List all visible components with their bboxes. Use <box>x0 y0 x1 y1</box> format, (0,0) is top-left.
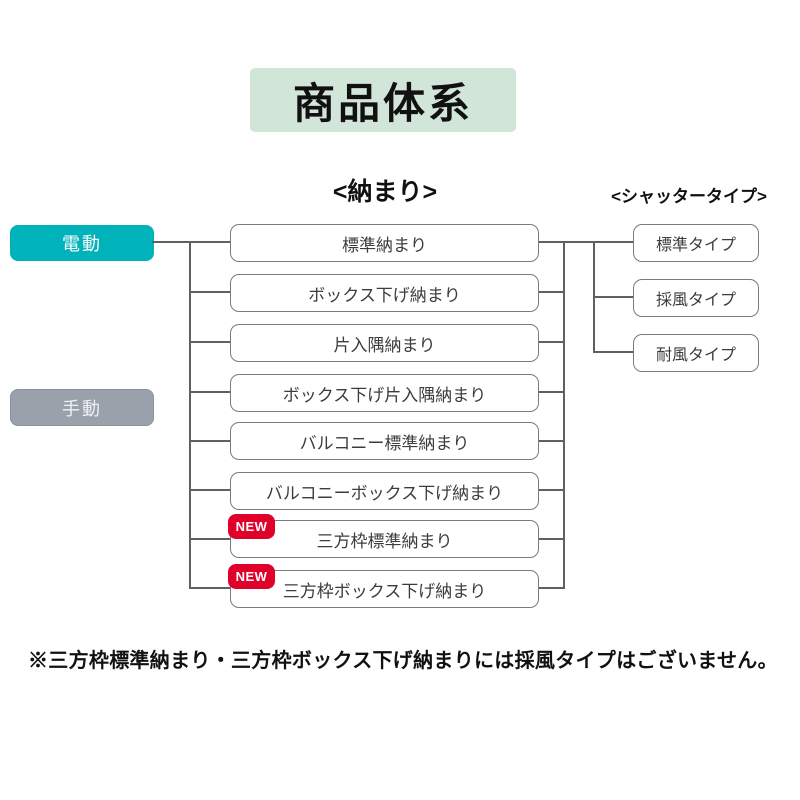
footnote-text: ※三方枠標準納まり・三方枠ボックス下げ納まりには採風タイプはございません。 <box>28 650 778 672</box>
diagram-title-text: 商品体系 <box>292 79 473 127</box>
osamari-node-balcony-box-lowered: バルコニーボックス下げ納まり <box>230 472 539 510</box>
new-badge: NEW <box>228 514 275 539</box>
osamari-node-threeframe-standard: 三方枠標準納まり <box>230 520 539 558</box>
shutter-type-column-heading: <シャッタータイプ> <box>611 187 767 206</box>
connector-line <box>189 440 230 442</box>
connector-line <box>563 241 565 589</box>
shutter-node-wind-resistant: 耐風タイプ <box>633 334 759 372</box>
connector-line <box>537 341 564 343</box>
connector-line <box>593 296 633 298</box>
osamari-node-corner: 片入隅納まり <box>230 324 539 362</box>
osamari-node-box-lowered-corner: ボックス下げ片入隅納まり <box>230 374 539 412</box>
osamari-node-balcony-standard: バルコニー標準納まり <box>230 422 539 460</box>
connector-line <box>189 291 230 293</box>
drive-node-electric: 電動 <box>10 225 154 261</box>
connector-line <box>593 351 633 353</box>
osamari-node-standard: 標準納まり <box>230 224 539 262</box>
osamari-node-threeframe-box-lowered: 三方枠ボックス下げ納まり <box>230 570 539 608</box>
connector-line <box>189 587 230 589</box>
connector-line <box>537 391 564 393</box>
shutter-node-standard: 標準タイプ <box>633 224 759 262</box>
connector-line <box>189 241 191 589</box>
connector-line <box>537 291 564 293</box>
connector-line <box>189 489 230 491</box>
connector-line <box>537 538 564 540</box>
diagram-title: 商品体系 <box>250 68 516 132</box>
connector-line <box>537 440 564 442</box>
connector-line <box>189 241 230 243</box>
osamari-node-box-lowered: ボックス下げ納まり <box>230 274 539 312</box>
new-badge: NEW <box>228 564 275 589</box>
connector-line <box>152 241 190 243</box>
connector-line <box>537 587 564 589</box>
connector-line <box>189 341 230 343</box>
shutter-node-ventilation: 採風タイプ <box>633 279 759 317</box>
connector-line <box>563 241 633 243</box>
connector-line <box>537 489 564 491</box>
osamari-column-heading: <納まり> <box>332 178 438 206</box>
drive-node-manual: 手動 <box>10 389 154 426</box>
connector-line <box>189 391 230 393</box>
connector-line <box>537 241 564 243</box>
connector-line <box>189 538 230 540</box>
